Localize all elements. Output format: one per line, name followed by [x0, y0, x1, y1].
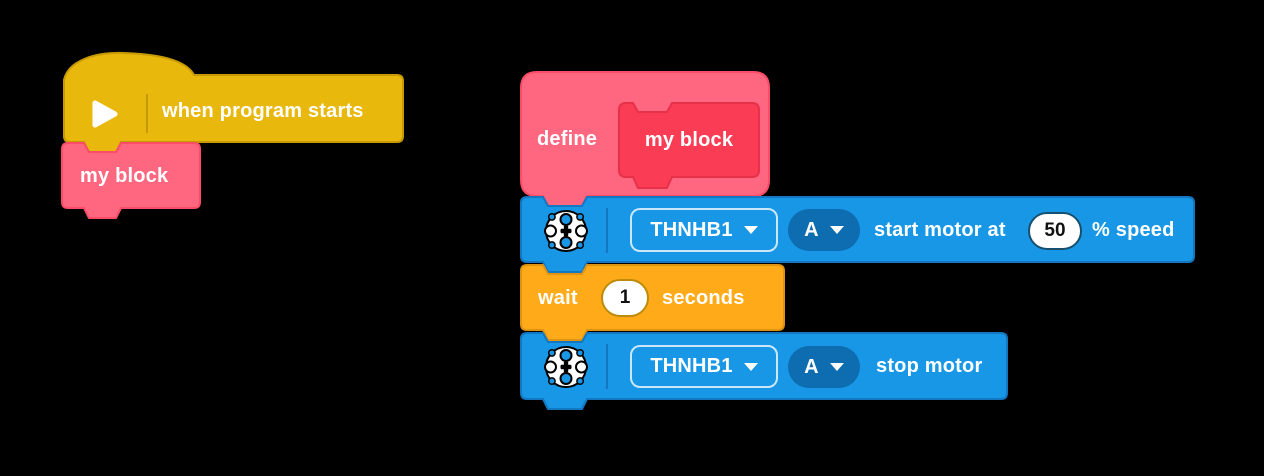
when-program-starts-label: when program starts — [162, 99, 364, 122]
motor-hole — [575, 224, 588, 238]
motor-hole — [575, 360, 588, 374]
hub-dropdown[interactable]: THNHB1 — [630, 208, 778, 252]
stop-motor-label: stop motor — [876, 354, 983, 377]
duration-input[interactable]: 1 — [601, 279, 649, 317]
seconds-label: seconds — [662, 286, 745, 309]
start-motor-label: start motor at — [874, 218, 1006, 241]
motor-icon — [544, 210, 588, 252]
chevron-down-icon — [743, 362, 758, 371]
port-dropdown-value: A — [804, 218, 819, 241]
port-dropdown-value: A — [804, 355, 819, 378]
my-block-call-label: my block — [80, 164, 169, 187]
my-block-prototype[interactable] — [618, 102, 760, 189]
motor-axle — [563, 361, 569, 373]
block-divider — [606, 344, 608, 389]
chevron-down-icon — [743, 226, 758, 234]
motor-notch — [576, 377, 585, 386]
wait-block[interactable] — [520, 264, 785, 341]
my-block-call-block[interactable] — [61, 142, 201, 219]
block-divider — [606, 208, 608, 253]
motor-hole — [544, 224, 557, 238]
hub-dropdown-value: THNHB1 — [650, 355, 733, 377]
motor-notch — [576, 348, 585, 357]
hub-dropdown-value: THNHB1 — [650, 218, 733, 241]
hat-divider — [146, 94, 148, 133]
chevron-down-icon — [829, 226, 844, 234]
my-block-prototype-label: my block — [644, 128, 734, 151]
motor-hole — [559, 236, 573, 249]
speed-value: 50 — [1044, 220, 1066, 241]
motor-hole — [559, 213, 573, 226]
motor-notch — [547, 348, 556, 357]
motor-notch — [547, 241, 556, 250]
port-dropdown[interactable]: A — [788, 209, 860, 251]
motor-hole — [544, 360, 557, 374]
duration-value: 1 — [619, 287, 631, 308]
motor-hole — [559, 372, 573, 385]
percent-speed-label: % speed — [1092, 218, 1175, 241]
port-dropdown[interactable]: A — [788, 346, 860, 388]
motor-axle — [563, 225, 569, 237]
chevron-down-icon — [829, 363, 844, 371]
hub-dropdown[interactable]: THNHB1 — [630, 345, 778, 388]
play-icon — [92, 100, 118, 128]
motor-notch — [547, 377, 556, 386]
define-keyword-label: define — [537, 127, 598, 150]
speed-input[interactable]: 50 — [1028, 212, 1082, 250]
motor-notch — [547, 212, 556, 221]
motor-icon — [544, 346, 588, 388]
motor-hole — [559, 349, 573, 362]
motor-notch — [576, 241, 585, 250]
motor-notch — [576, 212, 585, 221]
wait-label: wait — [538, 286, 578, 309]
